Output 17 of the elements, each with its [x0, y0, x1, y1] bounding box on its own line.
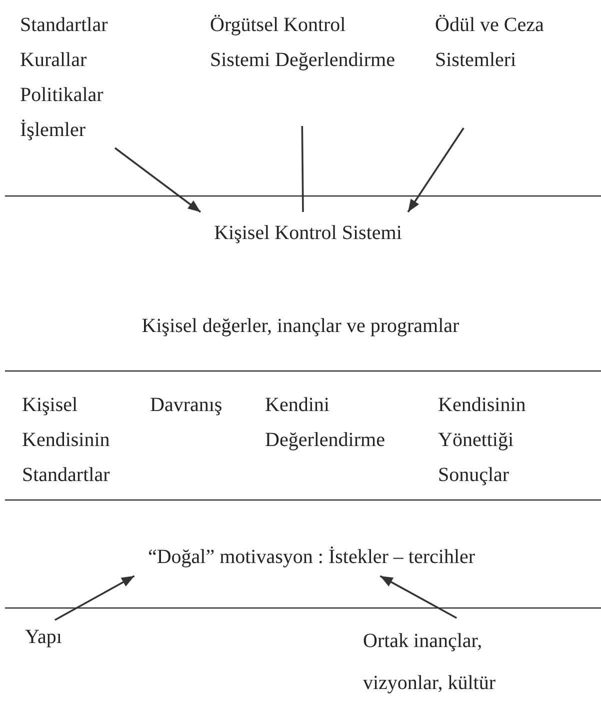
node-text: Ortak inançlar, vizyonlar, kültür [363, 629, 496, 696]
node-text: Standartlar Kurallar Politikalar İşlemler [20, 13, 109, 143]
node-text: “Doğal” motivasyon : İstekler – tercihler [146, 545, 476, 570]
arrow [380, 575, 458, 619]
text-label: Davranış [150, 393, 224, 418]
node-text: Ödül ve Ceza Sistemleri [435, 13, 545, 73]
connector-line [301, 126, 304, 212]
node-text: Yapı [25, 625, 63, 650]
text-label: Kendini Değerlendirme [265, 393, 386, 453]
text-label: Kişisel değerler, inançlar ve programlar [140, 314, 460, 339]
arrow [54, 575, 135, 621]
text-label: Kişisel Kendisinin Standartlar [22, 393, 111, 488]
arrow [114, 147, 202, 213]
node-text: Kişisel Kontrol Sistemi [213, 221, 403, 246]
arrow [407, 128, 464, 212]
text-label: Kendisinin Yönettiği Sonuçlar [438, 393, 527, 488]
node-text: Örgütsel Kontrol Sistemi Değerlendirme [210, 13, 396, 73]
